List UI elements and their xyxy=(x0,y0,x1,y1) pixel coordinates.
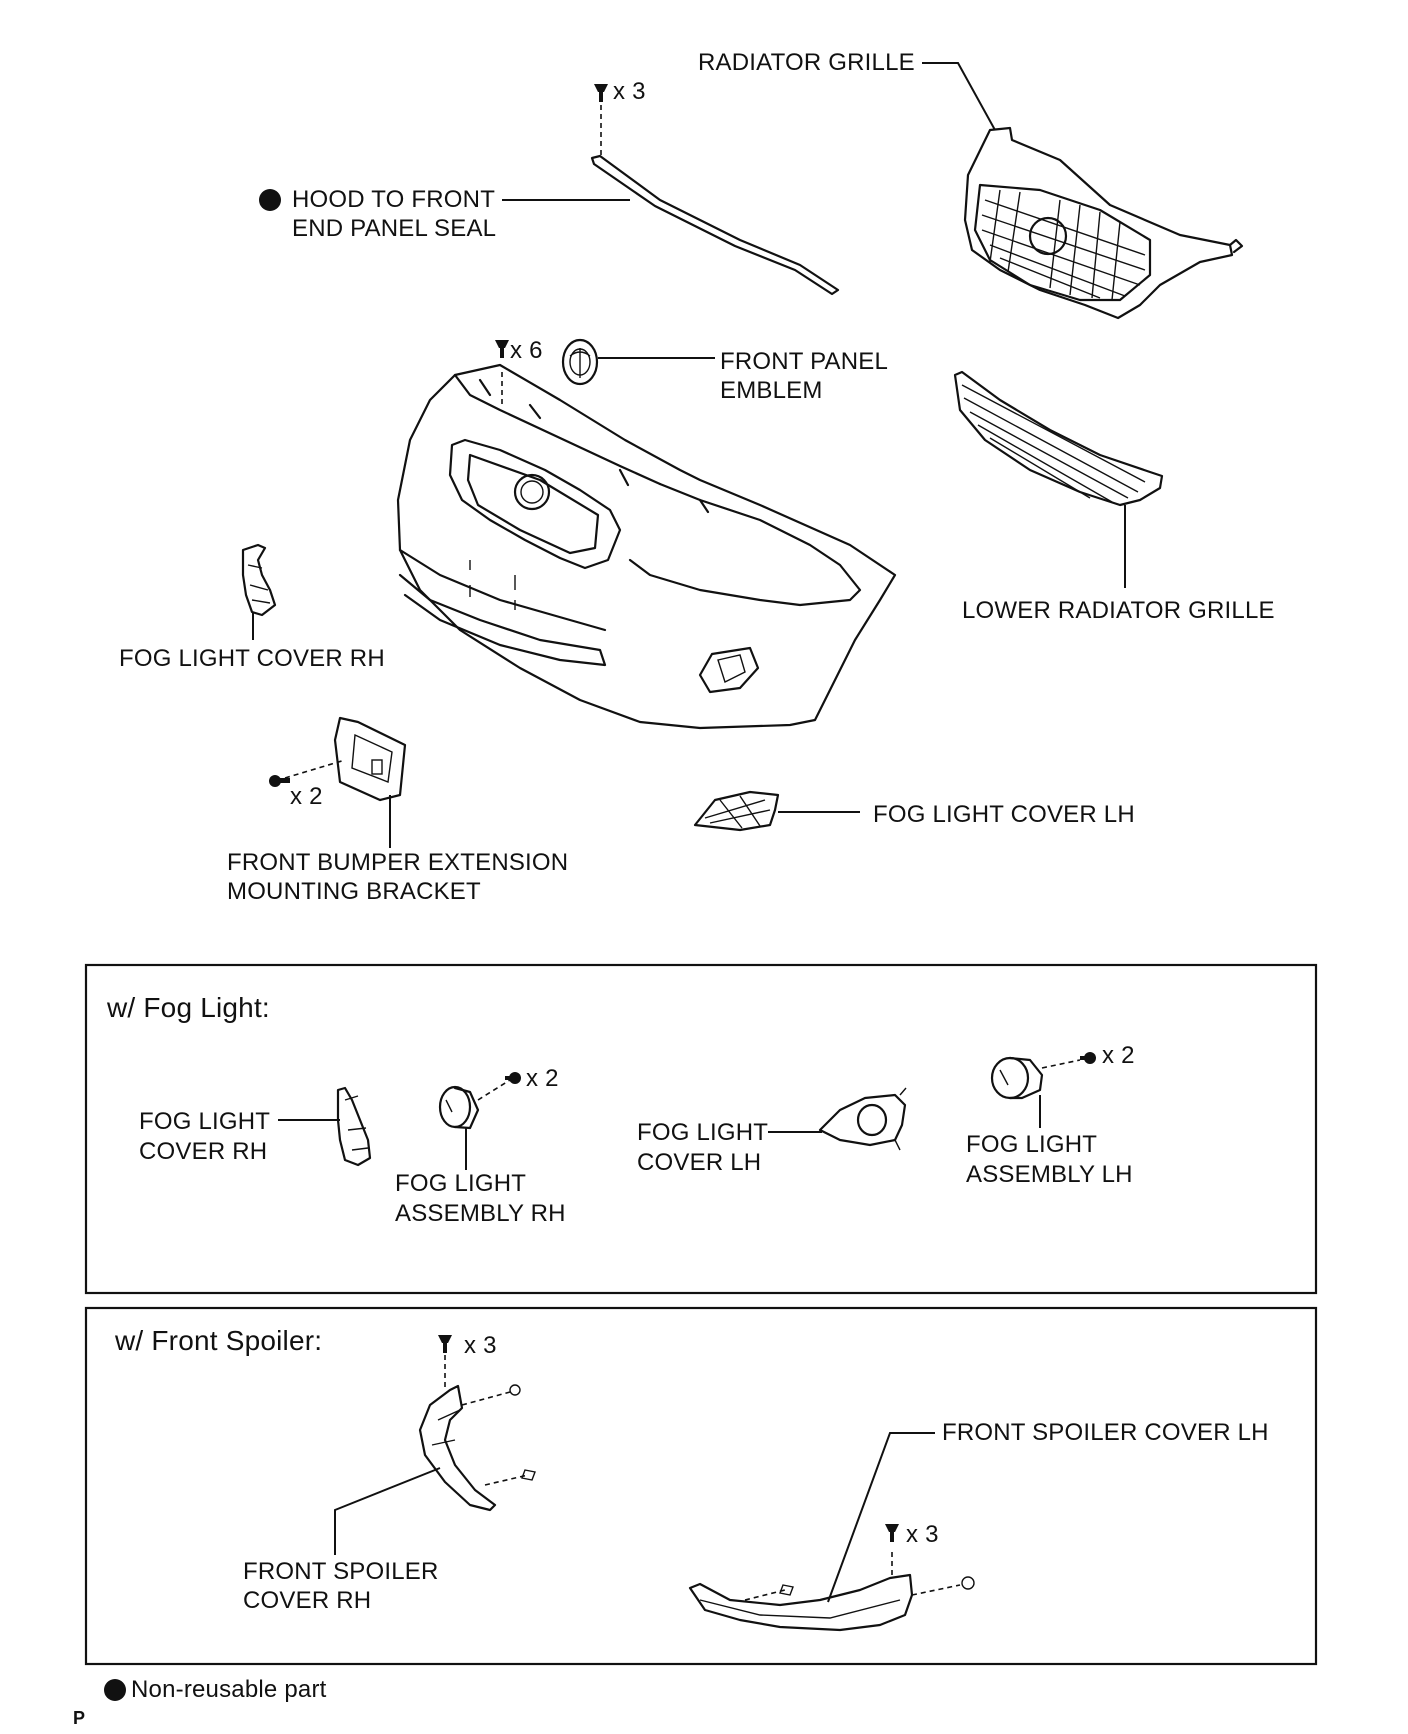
box-fog-lh-screw-icon xyxy=(1080,1052,1096,1064)
bracket-label-2: MOUNTING BRACKET xyxy=(227,878,481,905)
fog-light-cover-rh-part xyxy=(241,543,277,617)
hood-seal-part xyxy=(590,154,840,296)
hood-seal-label-1: HOOD TO FRONT xyxy=(292,186,496,213)
fog-light-cover-lh-part xyxy=(693,790,780,832)
box-fog-cover-rh-part xyxy=(336,1086,372,1167)
footer-code: P xyxy=(73,1708,86,1728)
spoiler-lh-clip-icon xyxy=(885,1524,899,1542)
fog-light-box xyxy=(84,963,1318,1295)
box-fog-cover-lh-part xyxy=(818,1087,907,1151)
box-fog-lh-screw-qty: x 2 xyxy=(1102,1042,1135,1069)
spoiler-lh-clip-qty: x 3 xyxy=(906,1521,939,1548)
radiator-grille-leader xyxy=(922,62,996,131)
fog-light-cover-lh-label: FOG LIGHT COVER LH xyxy=(873,801,1135,828)
spoiler-rh-label-2: COVER RH xyxy=(243,1587,372,1614)
spoiler-rh-label-1: FRONT SPOILER xyxy=(243,1558,439,1585)
box-fog-assembly-rh-label-1: FOG LIGHT xyxy=(395,1170,527,1197)
box-fog-cover-lh-label-2: COVER LH xyxy=(637,1149,762,1176)
non-reusable-legend-mark xyxy=(104,1679,126,1701)
non-reusable-legend-label: Non-reusable part xyxy=(131,1676,327,1703)
front-panel-emblem-part xyxy=(561,338,599,386)
radiator-grille-part xyxy=(963,126,1244,320)
fog-light-assembly-rh-part xyxy=(438,1085,480,1130)
box-fog-assembly-lh-label-1: FOG LIGHT xyxy=(966,1131,1098,1158)
front-spoiler-cover-lh-part xyxy=(688,1573,914,1632)
bumper-clip-qty: x 6 xyxy=(510,337,543,364)
box-fog-cover-lh-label-1: FOG LIGHT xyxy=(637,1119,769,1146)
spoiler-rh-clip-side-1 xyxy=(509,1384,521,1396)
spoiler-rh-clip-icon xyxy=(438,1335,452,1353)
fog-section-title: w/ Fog Light: xyxy=(107,992,270,1023)
bracket-label-1: FRONT BUMPER EXTENSION xyxy=(227,849,569,876)
fog-light-assembly-lh-part xyxy=(990,1056,1044,1100)
spoiler-rh-leader xyxy=(334,1467,441,1555)
hood-seal-label-2: END PANEL SEAL xyxy=(292,215,497,242)
bracket-screw-qty: x 2 xyxy=(290,783,323,810)
spoiler-lh-clip-side-1 xyxy=(779,1584,794,1596)
bumper-clip-icon xyxy=(495,340,509,358)
non-reusable-mark-seal xyxy=(259,189,281,211)
lower-radiator-grille-part xyxy=(953,370,1164,507)
spoiler-rh-clip-qty: x 3 xyxy=(464,1332,497,1359)
front-panel-emblem-label-2: EMBLEM xyxy=(720,377,823,404)
box-fog-rh-screw-icon xyxy=(505,1072,521,1084)
box-fog-lh-screw-dash xyxy=(1041,1059,1081,1069)
spoiler-lh-clip-side-2 xyxy=(961,1576,975,1590)
front-spoiler-cover-rh-part xyxy=(418,1384,497,1512)
spoiler-rh-clip-side-2 xyxy=(521,1469,536,1481)
box-fog-assembly-rh-label-2: ASSEMBLY RH xyxy=(395,1200,566,1227)
box-fog-cover-rh-label-2: COVER RH xyxy=(139,1138,268,1165)
mounting-bracket-part xyxy=(333,716,407,802)
box-fog-rh-screw-dash xyxy=(477,1079,511,1101)
seal-clip-icon xyxy=(594,84,608,102)
lower-radiator-grille-label: LOWER RADIATOR GRILLE xyxy=(962,597,1275,624)
seal-clip-qty: x 3 xyxy=(613,78,646,105)
spoiler-section-title: w/ Front Spoiler: xyxy=(115,1325,323,1356)
box-fog-cover-rh-label-1: FOG LIGHT xyxy=(139,1108,271,1135)
bracket-screw-icon xyxy=(269,775,290,787)
spoiler-lh-leader xyxy=(827,1432,935,1603)
radiator-grille-label: RADIATOR GRILLE xyxy=(698,49,915,76)
box-fog-rh-screw-qty: x 2 xyxy=(526,1065,559,1092)
box-fog-assembly-lh-label-2: ASSEMBLY LH xyxy=(966,1161,1133,1188)
fog-light-cover-rh-label: FOG LIGHT COVER RH xyxy=(119,645,385,672)
front-panel-emblem-label-1: FRONT PANEL xyxy=(720,348,889,375)
front-bumper-part xyxy=(396,363,897,730)
spoiler-lh-label: FRONT SPOILER COVER LH xyxy=(942,1419,1269,1446)
spoiler-box xyxy=(84,1306,1318,1666)
